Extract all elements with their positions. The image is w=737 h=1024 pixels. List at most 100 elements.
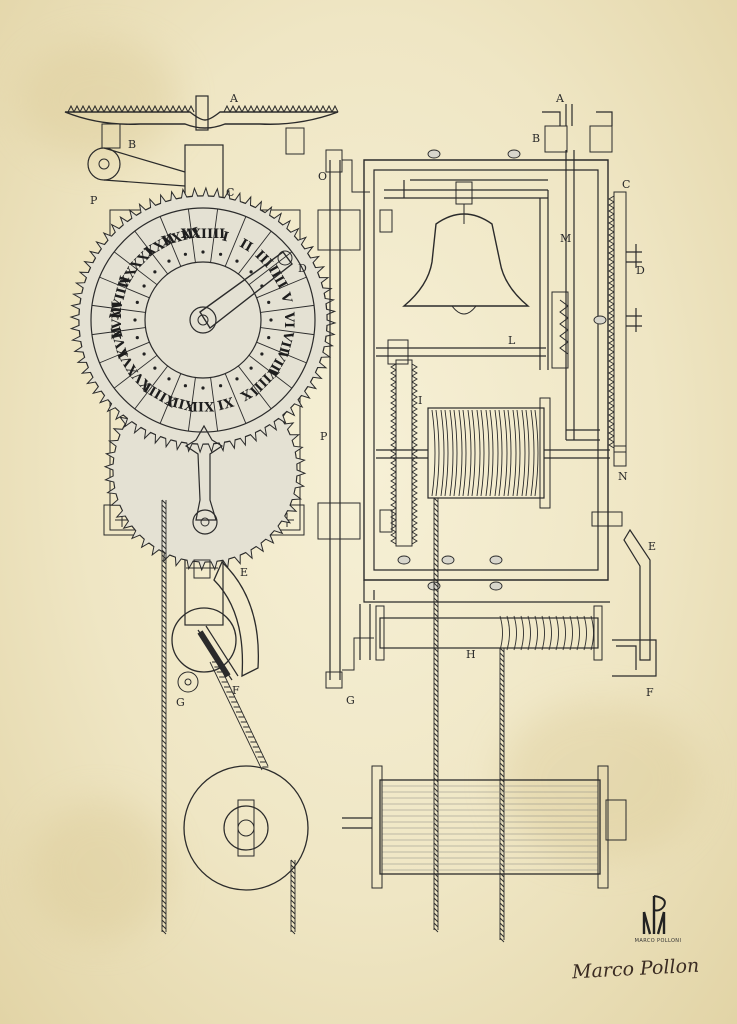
dial-dot (153, 270, 157, 274)
pulley-hub (98, 158, 110, 170)
dial-division-line (224, 373, 247, 424)
rivet (397, 555, 411, 565)
winding-drum-flange (597, 765, 609, 889)
arbor-l (376, 347, 546, 357)
label-o: O (318, 170, 327, 183)
rope-strand (499, 647, 505, 943)
dial-arbor-center (197, 314, 209, 326)
lever-pivot (591, 511, 623, 527)
great-wheel-teeth (390, 363, 418, 545)
hour-numeral: XII (192, 398, 214, 413)
hour-numeral: I (220, 229, 230, 245)
bearing-block (285, 127, 305, 155)
bell-bracket-beam (384, 179, 548, 199)
weight-pulley (183, 765, 309, 891)
dial-division-line (134, 365, 169, 410)
crown-wheel-a-side (542, 104, 613, 126)
label-a: A (229, 92, 239, 105)
small-wheel-g-center (184, 678, 192, 686)
great-wheel-i (395, 359, 413, 547)
hammer-lever-e (213, 560, 260, 678)
verge-pivot-center (200, 517, 210, 527)
going-drum-rope (499, 615, 594, 651)
side-frame-inner (373, 169, 599, 571)
part-labels: A B C D P E F G A B C D O P M L I N E F … (90, 92, 656, 709)
label-e-right: E (648, 540, 656, 553)
dial-dot (267, 336, 271, 340)
label-n: N (618, 470, 628, 483)
weight-pulley-center (237, 819, 255, 837)
label-l: L (508, 334, 516, 347)
rod-clamp-bottom (317, 502, 361, 540)
rivet (489, 581, 503, 591)
dial-dot (142, 284, 146, 288)
rivet (427, 149, 441, 159)
winding-drum-lines (382, 785, 598, 871)
bearing-block-b-right (544, 125, 568, 153)
dial-division-line (260, 327, 315, 336)
dial-division-line (237, 365, 272, 410)
dial-dot (235, 259, 239, 263)
side-frame-outer (363, 159, 609, 581)
rivet (507, 149, 521, 159)
rope-strand (290, 859, 296, 935)
dial-division-line (210, 208, 219, 263)
winding-drum-axle (342, 817, 372, 829)
label-c: C (226, 186, 234, 199)
rack-pawl-n (613, 445, 627, 467)
frame-rivet (379, 209, 393, 233)
dial-dot (142, 352, 146, 356)
dial-division-line (91, 327, 146, 336)
hour-numeral: XI (215, 393, 235, 412)
rack-c (613, 191, 627, 453)
dial-division-line (237, 230, 272, 275)
label-c-right: C (622, 178, 630, 191)
side-view (317, 104, 657, 943)
rivet (441, 555, 455, 565)
dial-dot (249, 366, 253, 370)
rope-strand (161, 499, 167, 935)
arbor-pinion (387, 339, 409, 365)
verge-pivot (192, 509, 218, 535)
dial-dot (167, 377, 171, 381)
post-block (193, 559, 211, 579)
rod-foot-g (325, 671, 343, 689)
dial-dot (183, 384, 187, 388)
label-m: M (560, 232, 571, 245)
rivet (489, 555, 503, 565)
bearing-block-b (101, 123, 121, 149)
label-e: E (240, 566, 248, 579)
dial-dot (267, 300, 271, 304)
label-p: P (90, 194, 98, 207)
dial-dot (269, 318, 273, 322)
paper-stain (30, 800, 170, 940)
rivet (593, 315, 607, 325)
hour-dial-divisions (91, 208, 315, 432)
crown-wheel-teeth (67, 104, 339, 113)
rack-tooth (608, 195, 615, 449)
dial-division-line (159, 373, 182, 424)
pulley-p (87, 147, 121, 181)
label-g: G (176, 696, 185, 709)
label-p-right: P (320, 430, 328, 443)
dial-division-line (187, 208, 196, 263)
rack-bar-teeth (559, 299, 569, 355)
hour-wheel-teeth (69, 186, 337, 454)
dial-dot (133, 318, 137, 322)
rack-teeth (608, 195, 615, 449)
brand-name: MARCO POLLONI (634, 938, 682, 944)
label-a-right: A (555, 92, 565, 105)
hour-numeral: XIII (165, 392, 196, 414)
dial-division-line (260, 304, 315, 313)
frame-rivet (379, 509, 393, 533)
lower-frame (359, 580, 610, 660)
dial-division-line (248, 354, 293, 389)
label-d: D (298, 262, 307, 275)
dial-division-line (248, 251, 293, 286)
dial-division-line (224, 216, 247, 267)
label-f: F (232, 684, 240, 697)
hour-dial-center (144, 261, 262, 379)
dial-division-line (99, 341, 150, 364)
label-f-right: F (646, 686, 654, 699)
